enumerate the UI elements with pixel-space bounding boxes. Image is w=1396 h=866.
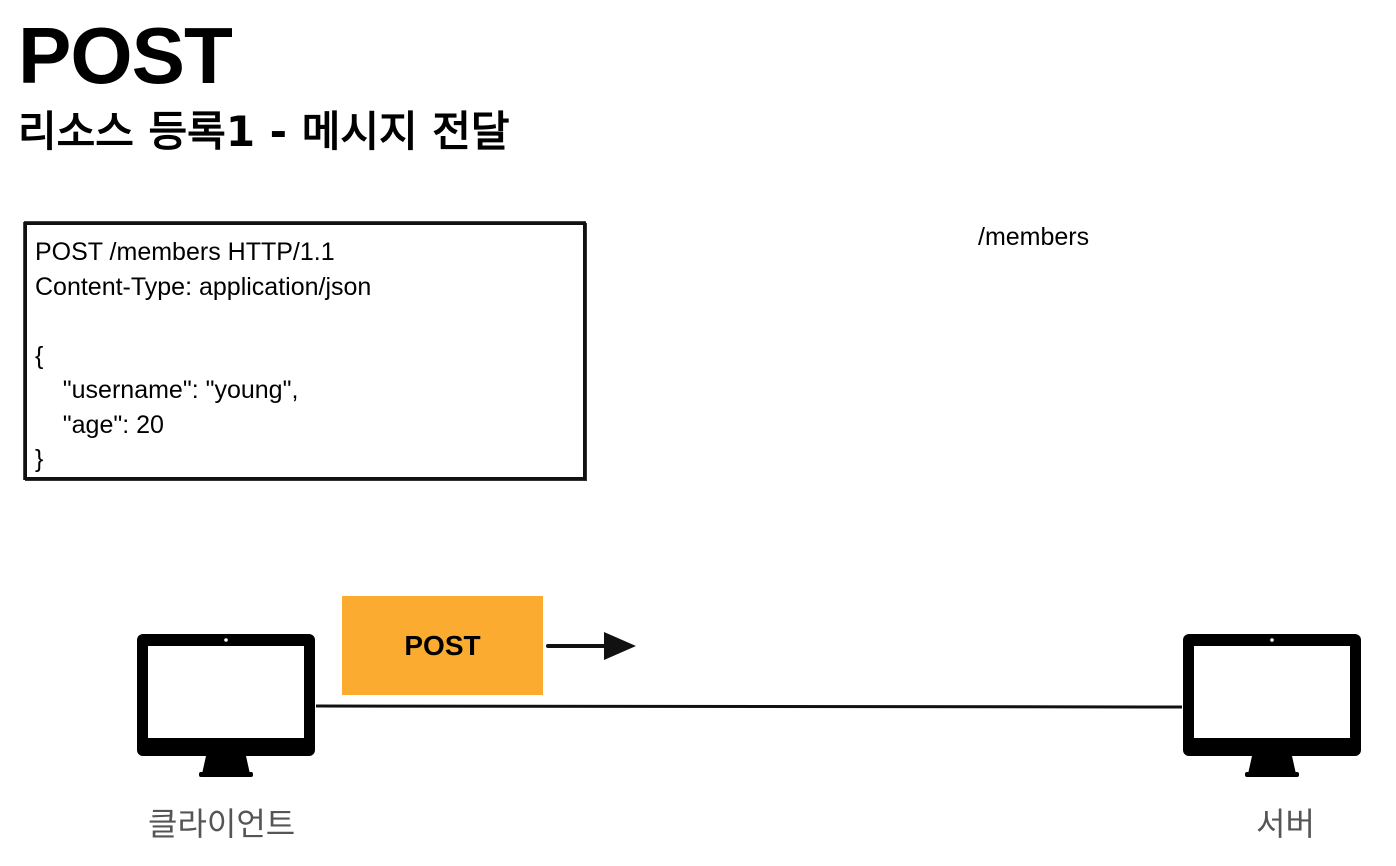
client-monitor-icon: [137, 634, 315, 777]
message-line: }: [35, 445, 44, 473]
connection-line: [315, 704, 1183, 709]
message-line: "username": "young",: [35, 376, 299, 404]
message-line: POST /members HTTP/1.1: [35, 238, 335, 266]
post-method-badge: POST: [342, 596, 543, 695]
client-label: 클라이언트: [148, 805, 296, 843]
http-message-box: POST /members HTTP/1.1 Content-Type: app…: [24, 222, 586, 480]
message-line: "age": 20: [35, 410, 164, 439]
server-monitor-icon: [1183, 634, 1361, 777]
resource-path-label: /members: [978, 223, 1090, 251]
message-line: Content-Type: application/json: [35, 272, 372, 301]
page-subtitle: 리소스 등록1 - 메시지 전달: [18, 107, 510, 156]
message-line: {: [35, 341, 44, 370]
server-label: 서버: [1256, 805, 1315, 843]
arrow-right-icon: [546, 632, 636, 660]
page-title: POST: [18, 11, 233, 100]
